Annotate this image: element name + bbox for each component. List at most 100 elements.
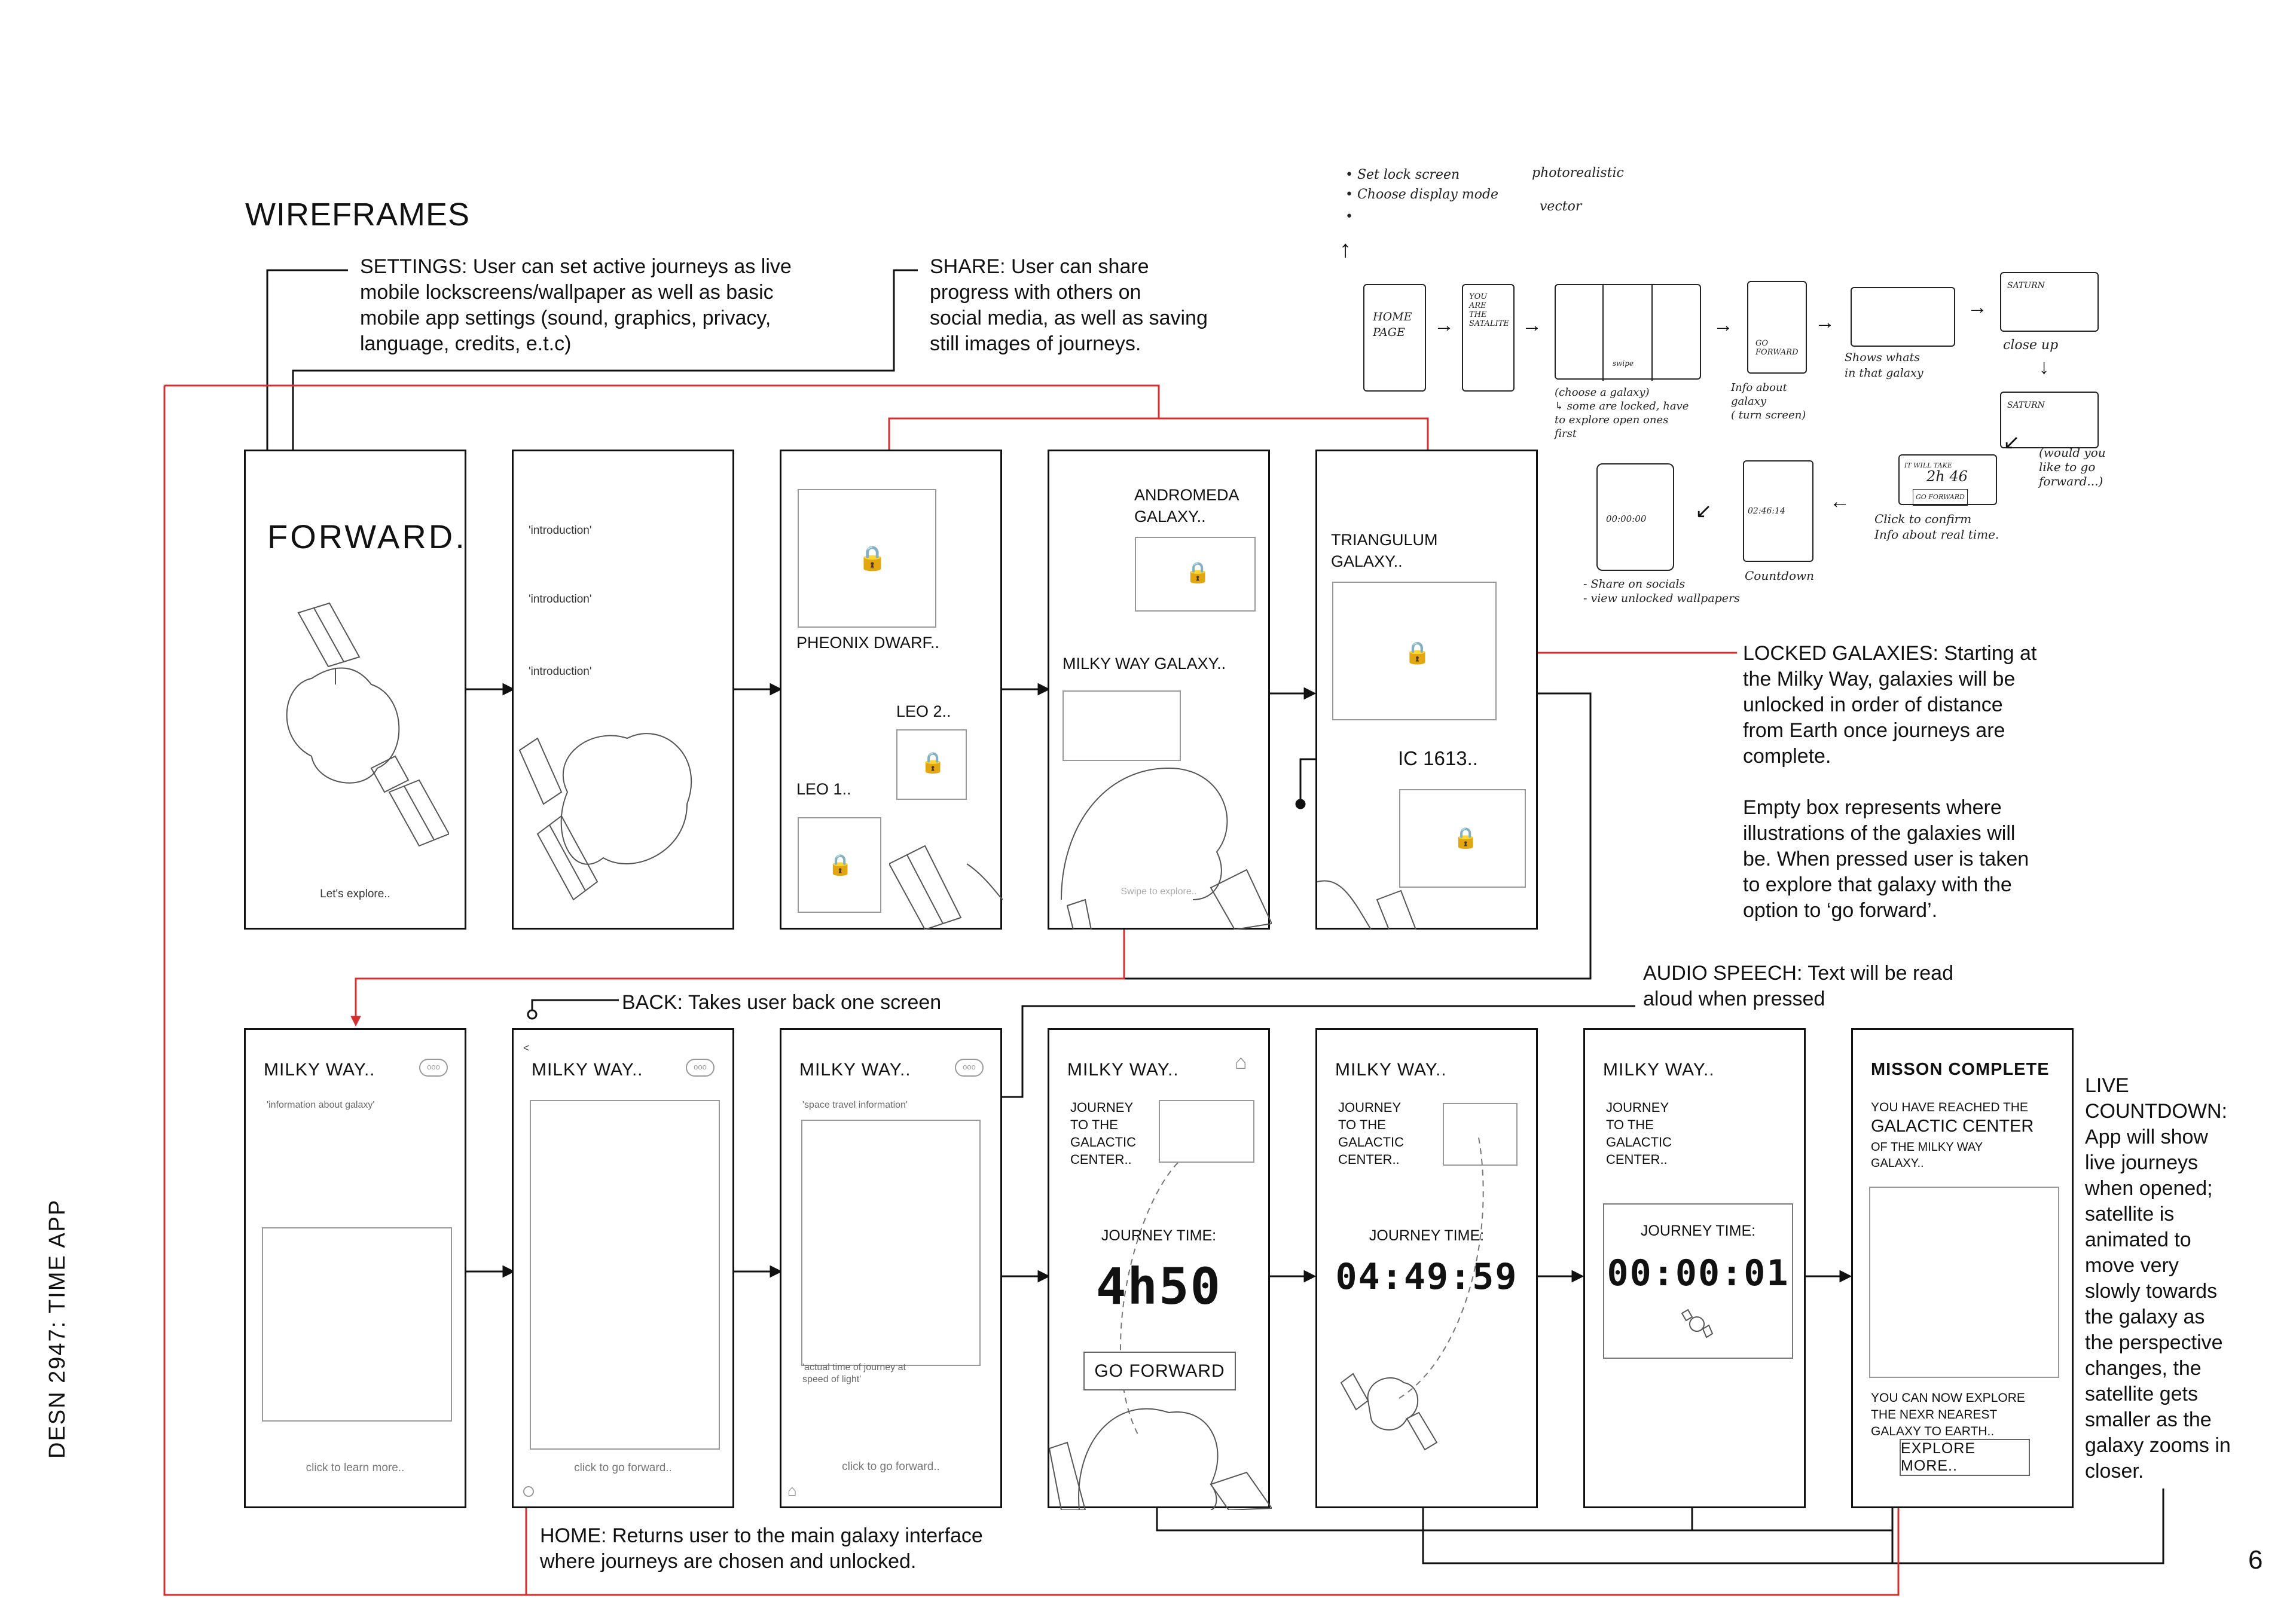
learn-more-link[interactable]: click to learn more.. [306, 1462, 405, 1474]
journey-description: JOURNEY TO THE GALACTIC CENTER.. [1070, 1100, 1137, 1167]
sketch-home-page: HOME PAGE [1363, 284, 1426, 392]
journey-description: JOURNEY TO THE GALACTIC CENTER.. [1338, 1100, 1405, 1167]
space-travel-info: 'space travel information' [802, 1100, 908, 1110]
sketch-galaxy-view [1851, 287, 1955, 347]
screen-journey-arriving: MILKY WAY.. JOURNEY TO THE GALACTIC CENT… [1583, 1028, 1806, 1508]
sketch-label: YOU ARE THE SATALITE [1469, 292, 1509, 328]
sketch-note: • Choose display mode [1345, 187, 1499, 202]
satellite-illustration [1317, 880, 1417, 930]
satellite-illustration [286, 602, 449, 847]
sketch-note: - Share on socials - view unlocked wallp… [1583, 577, 1740, 605]
journey-time-label: JOURNEY TIME: [1101, 1227, 1217, 1244]
arrow-icon: ↙ [1695, 500, 1712, 522]
galaxy-tile-locked[interactable]: 🔒 [896, 729, 967, 800]
splash-footer: Let's explore.. [320, 888, 390, 900]
arrow-icon: → [1522, 314, 1542, 337]
sketch-satellite: YOU ARE THE SATALITE [1462, 284, 1515, 392]
satellite-panel-illustration [889, 845, 1003, 930]
screen-title: MILKY WAY.. [532, 1060, 643, 1080]
side-label: DESN 2947: TIME APP [45, 1199, 70, 1459]
swipe-hint: Swipe to explore.. [1120, 887, 1197, 897]
galaxy-tile-locked[interactable]: 🔒 [1332, 582, 1497, 720]
home-icon[interactable]: ⌂ [787, 1481, 797, 1499]
galaxy-thumbnail [1159, 1100, 1254, 1163]
sketch-label: GO FORWARD [1755, 339, 1799, 357]
home-icon[interactable] [523, 1486, 534, 1497]
galaxy-tile-milky-way[interactable] [1062, 690, 1181, 761]
app-logo: FORWARD. [267, 518, 467, 555]
image-placeholder [801, 1120, 981, 1366]
arrow-icon: → [1434, 314, 1454, 337]
galaxy-tile-locked[interactable]: 🔒 [798, 817, 881, 913]
back-note: BACK: Takes user back one screen [622, 991, 942, 1014]
screen-title: MILKY WAY.. [1067, 1060, 1179, 1080]
screen-space-travel: MILKY WAY.. ooo 'space travel informatio… [780, 1028, 1002, 1508]
audio-speech-note: AUDIO SPEECH: Text will be read aloud wh… [1643, 962, 1953, 1010]
small-satellite-icon [1681, 1309, 1714, 1338]
screen-galaxy-detail: < MILKY WAY.. ooo click to go forward.. [512, 1028, 734, 1508]
back-icon[interactable]: < [523, 1042, 530, 1054]
screen-galaxy-map-2: ANDROMEDA GALAXY.. 🔒 MILKY WAY GALAXY.. … [1048, 450, 1272, 930]
satellite-illustration [518, 733, 692, 901]
sketch-note: Info about galaxy ( turn screen) [1731, 381, 1806, 421]
lock-icon: 🔒 [920, 751, 946, 774]
sketch-label: 2h 46 [1926, 468, 1968, 485]
home-icon[interactable]: ⌂ [1235, 1051, 1247, 1074]
go-forward-link[interactable]: click to go forward.. [842, 1460, 940, 1473]
sketch-note: photorealistic [1532, 166, 1624, 181]
sketch-note: Countdown [1745, 568, 1814, 583]
screen-galaxy-info: MILKY WAY.. ooo 'information about galax… [244, 1028, 466, 1508]
audio-speech-icon[interactable]: ooo [419, 1059, 448, 1077]
galaxy-label-milky-way: MILKY WAY GALAXY.. [1062, 655, 1226, 673]
galaxy-label-andromeda: ANDROMEDA GALAXY.. [1134, 486, 1239, 525]
sketch-label: SATURN [2007, 401, 2045, 410]
screen-journey-countdown: MILKY WAY.. JOURNEY TO THE GALACTIC CENT… [1315, 1028, 1538, 1508]
galaxy-info-text: 'information about galaxy' [267, 1100, 375, 1110]
image-placeholder [262, 1227, 452, 1422]
galaxy-label-ic1613: IC 1613.. [1398, 747, 1478, 769]
sketch-note: • Set lock screen [1345, 167, 1460, 182]
settings-note: SETTINGS: User can set active journeys a… [360, 255, 792, 355]
journey-description: JOURNEY TO THE GALACTIC CENTER.. [1606, 1100, 1672, 1167]
share-note: SHARE: User can share progress with othe… [930, 255, 1208, 355]
journey-time-label: JOURNEY TIME: [1369, 1227, 1485, 1244]
screen-galaxy-map-1: 🔒 PHEONIX DWARF.. LEO 2.. 🔒 LEO 1.. 🔒 [780, 450, 1003, 930]
galaxy-tile-locked[interactable]: 🔒 [798, 489, 936, 628]
sketch-countdown: 02:46:14 [1743, 460, 1813, 562]
go-forward-button[interactable]: GO FORWARD [1083, 1352, 1236, 1390]
explore-more-button[interactable]: EXPLORE MORE.. [1900, 1439, 2030, 1476]
satellite-illustration [1061, 767, 1272, 930]
sketch-label: 00:00:00 [1606, 514, 1647, 524]
lock-icon: 🔒 [1185, 561, 1211, 584]
arrow-icon: → [1713, 314, 1733, 337]
intro-text-1: 'introduction' [529, 524, 592, 537]
trajectory-path [1049, 1162, 1272, 1510]
audio-speech-icon[interactable]: ooo [955, 1059, 984, 1077]
galaxy-label-leo1: LEO 1.. [796, 780, 851, 798]
go-forward-link[interactable]: click to go forward.. [574, 1462, 672, 1474]
screen-title: MILKY WAY.. [264, 1060, 375, 1080]
flow-arrows-row2 [465, 1265, 1852, 1283]
galaxy-tile-locked[interactable]: 🔒 [1399, 789, 1526, 888]
sketch-note: • [1345, 209, 1353, 224]
sketch-label: GO FORWARD [1913, 489, 1968, 506]
audio-speech-icon[interactable]: ooo [686, 1059, 715, 1077]
journey-time-value: 00:00:01 [1607, 1252, 1790, 1294]
galaxy-thumbnail [1443, 1103, 1518, 1166]
callout-lines-black [266, 269, 2164, 1564]
up-arrow-icon: ↑ [1339, 236, 1351, 262]
galaxy-tile-locked[interactable]: 🔒 [1135, 537, 1256, 612]
screen-splash: FORWARD. Let's explore.. [244, 450, 466, 930]
sketch-done: 00:00:00 [1596, 463, 1674, 571]
locked-galaxies-note: LOCKED GALAXIES: Starting at the Milky W… [1743, 642, 2037, 922]
arrow-icon: → [1815, 311, 1835, 334]
intro-text-3: 'introduction' [529, 665, 592, 678]
sketch-flow: • Set lock screen • Choose display mode … [1339, 158, 2278, 631]
screen-galaxy-map-3: TRIANGULUM GALAXY.. 🔒 IC 1613.. 🔒 [1315, 450, 1538, 930]
galaxy-label-leo2: LEO 2.. [896, 702, 951, 720]
sketch-saturn: SATURN [2000, 272, 2099, 332]
reached-text: YOU HAVE REACHED THE [1871, 1101, 2028, 1114]
sketch-label: swipe [1613, 359, 1634, 368]
sketch-note: (would you like to go forward...) [2039, 445, 2106, 488]
